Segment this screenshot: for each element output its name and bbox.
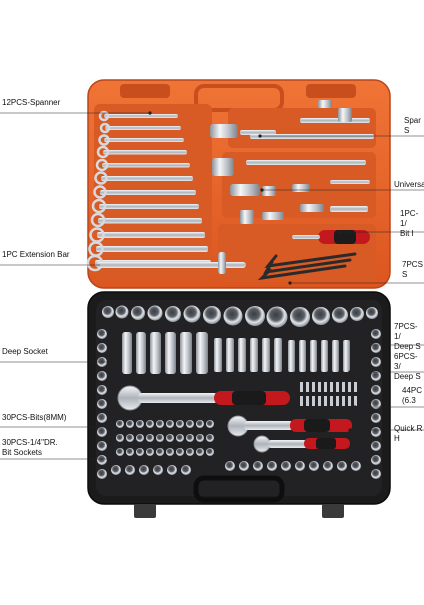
label-bit-sockets: 30PCS-1/4"DR. Bit Sockets <box>2 438 58 457</box>
label-bits-8mm: 30PCS-Bits(8MM) <box>2 413 67 422</box>
lower-bit-sockets <box>116 420 214 456</box>
label-bit-holder: 1PC-1/ Bit I <box>400 209 419 238</box>
bit-holder-screwdriver <box>292 230 370 244</box>
label-spanner: 12PCS-Spanner <box>2 98 61 107</box>
label-seven-pcs: 7PCS S <box>402 260 423 279</box>
label-universal: Universa <box>394 180 424 189</box>
upper-right-tools <box>210 100 374 224</box>
label-quick-r: Quick R H <box>394 424 423 443</box>
label-bits-44: 44PC (6.3 <box>402 386 423 405</box>
deep-socket-set <box>122 332 350 374</box>
label-extension-bar: 1PC Extension Bar <box>2 250 70 259</box>
right-socket-column <box>371 329 381 479</box>
hex-key-set <box>257 252 357 281</box>
left-socket-column <box>97 329 107 479</box>
label-deep-socket: Deep Socket <box>2 347 48 356</box>
large-socket-row <box>102 305 378 328</box>
ratchet-medium <box>227 415 352 437</box>
label-spar: Spar S <box>404 116 421 135</box>
ratchet-large <box>117 385 290 411</box>
spanner-set <box>86 110 211 272</box>
extension-bar-tool <box>96 252 246 274</box>
ratchet-small <box>253 435 350 453</box>
leader-lines <box>0 111 424 460</box>
bottom-socket-row <box>111 461 361 475</box>
label-deep-s-2: 6PCS-3/ Deep S <box>394 352 421 381</box>
bit-grid <box>300 382 357 406</box>
label-deep-s-1: 7PCS-1/ Deep S <box>394 322 421 351</box>
